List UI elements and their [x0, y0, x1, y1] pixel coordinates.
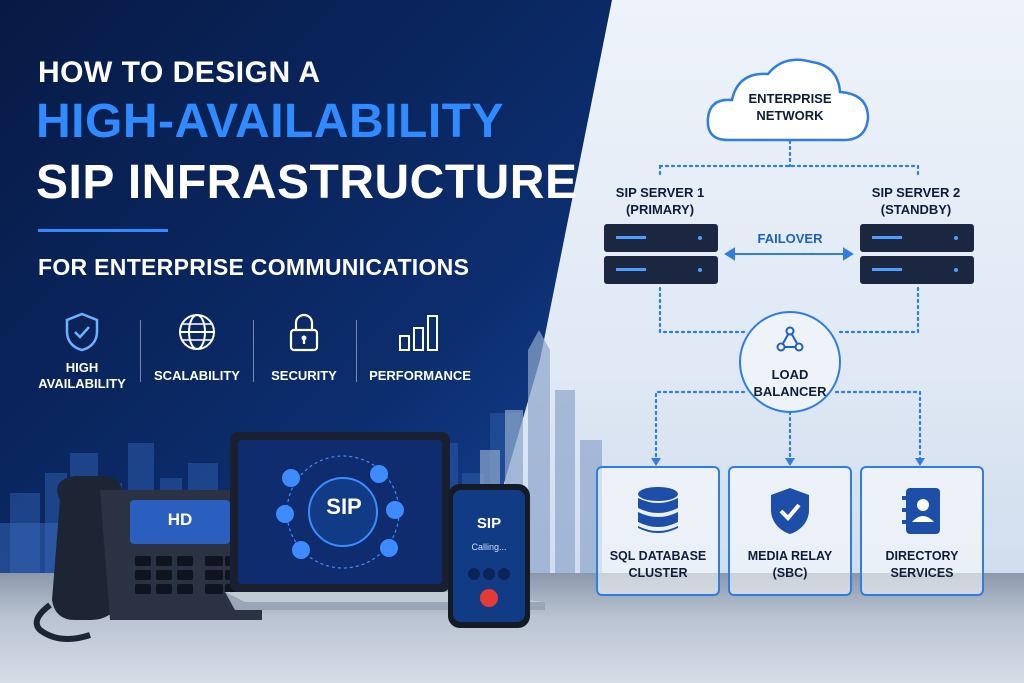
shield-check-icon	[38, 312, 126, 352]
title-line-2: HIGH-AVAILABILITY	[36, 95, 505, 148]
title-line-1: HOW TO DESIGN A	[38, 56, 321, 89]
service-label: MEDIA RELAY (SBC)	[747, 549, 833, 580]
feature-security: SECURITY	[264, 312, 344, 383]
title-line-3: SIP INFRASTRUCTURE	[36, 156, 578, 209]
mobile-phone	[448, 484, 530, 628]
service-card-database: SQL DATABASE CLUSTER	[596, 466, 720, 596]
desk-phone	[33, 476, 262, 642]
feature-divider	[356, 320, 357, 382]
bar-chart-icon	[368, 312, 472, 352]
service-card-directory: DIRECTORY SERVICES	[860, 466, 984, 596]
laptop-screen-text: SIP	[326, 494, 362, 519]
feature-label: SCALABILITY	[154, 368, 240, 383]
feature-high-availability: HIGH AVAILABILITY	[38, 312, 126, 392]
feature-divider	[253, 320, 254, 382]
address-book-icon	[862, 486, 982, 536]
feature-divider	[140, 320, 141, 382]
service-label: DIRECTORY SERVICES	[885, 549, 959, 580]
database-icon	[598, 486, 718, 536]
mobile-title: SIP	[476, 515, 502, 532]
cloud-label: ENTERPRISE NETWORK	[748, 91, 832, 123]
load-balancer-label: LOAD BALANCER	[753, 367, 827, 399]
feature-scalability: SCALABILITY	[152, 312, 242, 383]
feature-label: PERFORMANCE	[369, 368, 471, 383]
server2-label: SIP SERVER 2 (STANDBY)	[871, 185, 961, 217]
mobile-status: Calling...	[471, 542, 507, 552]
title-divider	[38, 229, 168, 232]
subtitle: FOR ENTERPRISE COMMUNICATIONS	[38, 254, 470, 280]
feature-performance: PERFORMANCE	[368, 312, 472, 383]
failover-label: FAILOVER	[757, 231, 823, 246]
phone-screen-text: HD	[167, 510, 193, 529]
feature-label: SECURITY	[271, 368, 337, 383]
service-label: SQL DATABASE CLUSTER	[609, 549, 707, 580]
server1-label: SIP SERVER 1 (PRIMARY)	[615, 185, 705, 217]
service-card-media-relay: MEDIA RELAY (SBC)	[728, 466, 852, 596]
network-node-icon	[776, 326, 804, 352]
lock-icon	[264, 312, 344, 352]
laptop	[225, 432, 545, 610]
globe-icon	[152, 312, 242, 352]
feature-label: HIGH AVAILABILITY	[38, 360, 126, 391]
shield-check-icon	[730, 486, 850, 536]
